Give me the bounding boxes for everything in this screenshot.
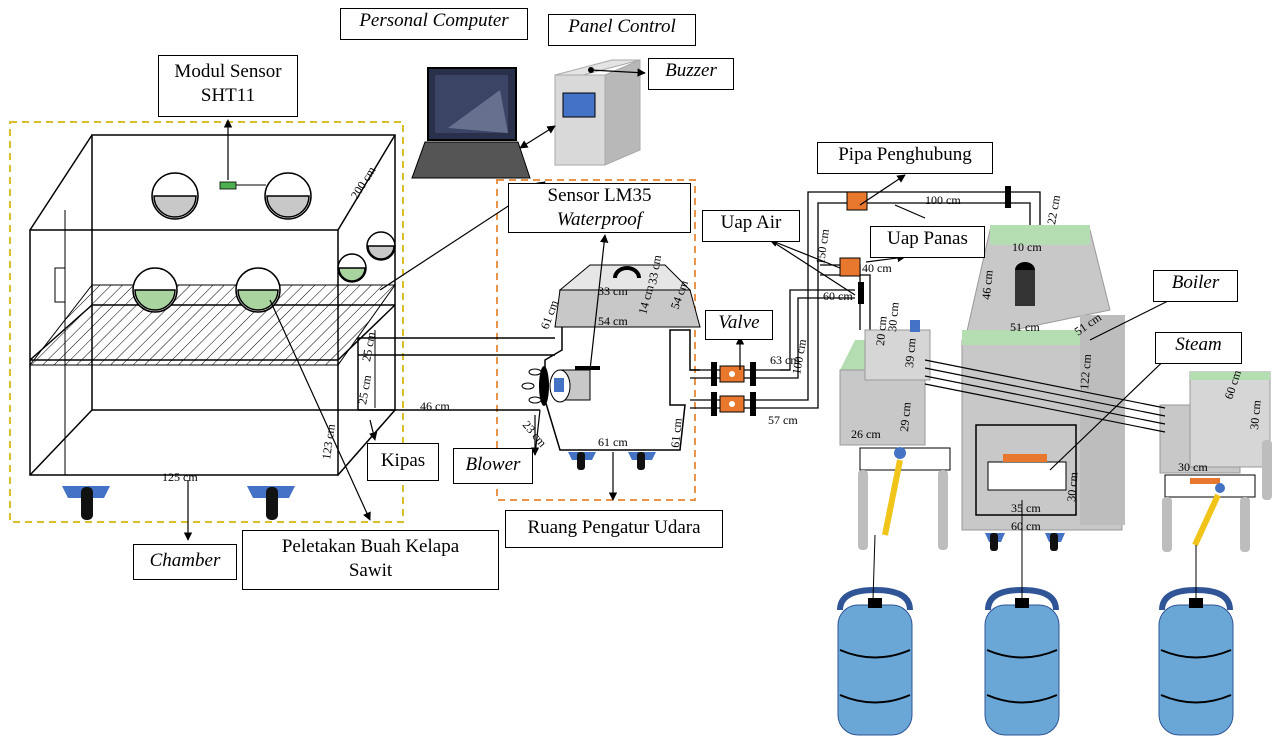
steam-generator-left: [839, 320, 951, 550]
valve-assemblies: [711, 186, 1011, 416]
dim-right-30: 30 cm: [1247, 399, 1264, 430]
label-personal-computer: Personal Computer: [340, 8, 528, 40]
sensor-lm35-line2: Waterproof: [556, 209, 643, 230]
label-sensor-lm35: Sensor LM35 Waterproof: [508, 183, 691, 233]
dim-chamber-height: 123 cm: [319, 422, 338, 460]
dim-duct-a: 25 cm: [359, 330, 378, 362]
gas-tanks: [837, 500, 1234, 736]
dim-burner-35: 35 cm: [1011, 501, 1041, 515]
dim-pipe-57: 57 cm: [768, 413, 798, 427]
dim-duct-b: 25 cm: [355, 373, 374, 405]
dim-steam-29: 29 cm: [897, 401, 914, 432]
dim-ruang-right: 61 cm: [668, 417, 685, 448]
ruang-enclosure: [496, 179, 696, 501]
steam-generator-right: [1159, 371, 1272, 552]
chamber-door: [54, 267, 66, 303]
dim-base-60: 60 cm: [1011, 519, 1041, 533]
dim-ruang-33a: 33 cm: [598, 284, 628, 298]
dim-burner-30: 30 cm: [1064, 471, 1081, 502]
dim-pipe-100h: 100 cm: [925, 193, 961, 207]
label-valve: Valve: [705, 310, 773, 340]
laptop: [411, 67, 531, 179]
dim-pipe-100v: 100 cm: [789, 337, 809, 375]
label-kipas: Kipas: [367, 443, 439, 481]
sht11-sensor: [219, 181, 237, 190]
dim-chamber-width: 125 cm: [162, 470, 198, 484]
label-modul-sensor: Modul Sensor SHT11: [158, 55, 298, 117]
label-ruang-pengatur-udara: Ruang Pengatur Udara: [505, 510, 723, 548]
dim-pipe-40: 40 cm: [862, 261, 892, 275]
dim-ruang-54a: 54 cm: [598, 314, 628, 328]
chamber-wheels: [62, 486, 295, 520]
chamber-windows: [132, 172, 396, 313]
steam-pipes: [924, 359, 1166, 433]
dim-right-30b: 30 cm: [1178, 460, 1208, 474]
label-uap-panas: Uap Panas: [870, 226, 985, 258]
label-pipa-penghubung: Pipa Penghubung: [817, 142, 993, 174]
boiler-body: [961, 225, 1125, 551]
label-uap-air: Uap Air: [702, 210, 800, 242]
blower-fan: [521, 368, 542, 404]
chamber-shelf: [28, 284, 396, 366]
label-panel-control: Panel Control: [548, 14, 696, 46]
dim-ruang-bottom: 61 cm: [598, 435, 628, 449]
duct: [357, 330, 555, 411]
dim-pipe-60: 60 cm: [823, 289, 853, 303]
modul-sensor-line2: SHT11: [200, 85, 256, 106]
dim-steam-26: 26 cm: [851, 427, 881, 441]
dim-boiler-10: 10 cm: [1012, 240, 1042, 254]
ruang-pengatur-udara-box: [539, 264, 701, 451]
panel-control-box: [554, 59, 641, 166]
dim-duct-len: 46 cm: [420, 399, 450, 413]
chamber-enclosure: [9, 121, 404, 523]
sensor-lm35-line1: Sensor LM35: [547, 185, 652, 206]
label-chamber: Chamber: [133, 544, 237, 580]
peletakan-line2: Sawit: [348, 560, 393, 581]
dim-pipe-22: 22 cm: [1044, 193, 1063, 225]
peletakan-line1: Peletakan Buah Kelapa: [281, 536, 460, 557]
label-steam: Steam: [1155, 332, 1242, 364]
dim-chamber-depth: 200 cm: [348, 163, 379, 201]
dim-ruang-33b: 33 cm: [645, 253, 664, 285]
label-peletakan-buah: Peletakan Buah Kelapa Sawit: [242, 530, 499, 590]
dim-pipe-150: 150 cm: [813, 227, 832, 265]
dim-steam-39: 39 cm: [902, 337, 919, 368]
dim-pipe-63: 63 cm: [770, 353, 800, 367]
dim-boiler-122: 122 cm: [1077, 353, 1094, 390]
label-blower: Blower: [453, 448, 533, 484]
label-boiler: Boiler: [1153, 270, 1238, 302]
ruang-wheels: [568, 452, 656, 470]
dim-pipe-20: 20 cm: [873, 315, 890, 346]
dim-pipe-30: 30 cm: [885, 301, 902, 332]
dim-boiler-46: 46 cm: [979, 269, 996, 300]
dim-boiler-51a: 51 cm: [1010, 320, 1040, 334]
label-buzzer: Buzzer: [648, 58, 734, 90]
modul-sensor-line1: Modul Sensor: [174, 61, 282, 82]
